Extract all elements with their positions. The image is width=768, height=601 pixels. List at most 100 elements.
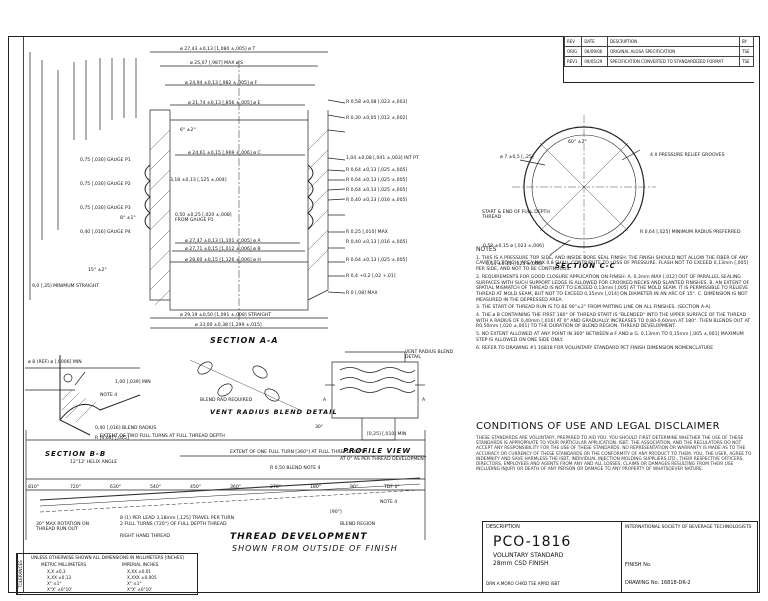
rev-row-desc: SPECIFICATION CONVERTED TO STANDARDIZED … xyxy=(606,56,741,67)
dim-c: ø 24,61 ±0,15 [,969 ±,006] ø C xyxy=(188,151,261,156)
title-block: DESCRIPTION PCO-1816 VOLUNTARY STANDARD … xyxy=(482,521,758,593)
section-a-title: SECTION A-A xyxy=(210,336,279,345)
radius-1: R 0,58 ±0,08 [,023 ±,003] xyxy=(346,100,408,105)
blend-note: R 0,50 BLEND NOTE 4 xyxy=(270,466,321,471)
section-hatch xyxy=(149,129,329,306)
full-turns: 2 FULL TURNS (720°) OF FULL DEPTH THREAD xyxy=(120,522,227,527)
finish-label: FINISH No. xyxy=(625,562,652,568)
note-1: 1. THIS IS A PRESSURE TOP. SIDE, AND INS… xyxy=(476,255,749,273)
angle-15: 15° ±2° xyxy=(88,268,107,273)
b-dim-2: 1,00 [,039] MIN xyxy=(115,380,151,385)
vent-min: [0,25] [,010] MIN xyxy=(367,432,407,437)
vent-title: VENT RADIUS BLEND DETAIL xyxy=(210,408,338,416)
units-cell: X,XX ±0,13 xyxy=(47,575,72,580)
units-header: UNLESS OTHERWISE SHOWN ALL DIMENSIONS IN… xyxy=(31,555,184,560)
part-number: PCO-1816 xyxy=(493,534,572,550)
vent-angle: 30° xyxy=(315,425,324,430)
profile-title: PROFILE VIEW xyxy=(343,447,412,455)
c-dim-2: 60° ±2° xyxy=(568,140,587,145)
disclaimer-body: THESE STANDARDS ARE VOLUNTARY, PREPARED … xyxy=(476,436,752,473)
title-sub-2: 28mm CSD FINISH xyxy=(493,560,549,567)
section-mark-a-right: A xyxy=(422,398,426,403)
radius-4: R 0,64 ±0,13 [,025 ±,005] xyxy=(346,168,408,173)
gauge-p1: 0,75 [,030] GAUGE P1 xyxy=(80,158,131,163)
note-3: 3. THE START OF THREAD RUN IS TO BE 90°±… xyxy=(476,305,711,311)
c-dim-1: ø 7 ±0,5 [,,25] xyxy=(500,155,534,160)
section-mark-a-left: A xyxy=(323,398,327,403)
rev-row-rev: REV1 xyxy=(563,56,583,67)
radius-2: R 0,30 ±0,05 [,012 ±,002] xyxy=(346,116,408,121)
angle-8: 8° ±1° xyxy=(120,216,136,221)
angle-6: 6° ±2° xyxy=(180,128,196,133)
dim-gauge-offset: 0,50 ±0,25 [,020 ±,008] FROM GAUGE P1 xyxy=(175,213,232,224)
dim-a: ø 27,47 ±0,13 [1,101 ±,005] ø A xyxy=(185,239,261,244)
note-6: 6. REFER TO DRAWING #1 16818 FOR VOLUNTA… xyxy=(476,345,714,351)
angle-360: 360° xyxy=(230,485,242,490)
extent-one: EXTENT OF ONE FULL TURN [360°] AT FULL T… xyxy=(230,450,368,455)
extent-two: EXTENT OF TWO FULL TURNS AT FULL THREAD … xyxy=(100,434,225,439)
dim-outer: ø 33,00 ±0,38 [1,299 ±,015] xyxy=(195,323,262,328)
radius-11: R 0,4 +0,2 [,02 +,01] xyxy=(346,274,396,279)
dim-t: ø 27,43 ±0,13 [1,080 ±,005] ø T xyxy=(180,47,256,52)
gauge-p2: 0,75 [,030] GAUGE P2 xyxy=(80,182,131,187)
units-table: TOLERANCES UNLESS OTHERWISE SHOWN ALL DI… xyxy=(16,553,198,595)
b-blend-req: BLEND RAD REQUIRED xyxy=(200,398,253,403)
angle-630: 630° xyxy=(110,485,122,490)
rev-row-by: TSE xyxy=(739,56,754,67)
dim-h: ø 28,60 ±0,15 [1,126 ±,006] ø H xyxy=(185,258,261,263)
dim-e: ø 21,74 ±0,13 [,856 ±,005] ø E xyxy=(188,101,261,106)
revision-block: REV DATE DESCRIPTION BY ORIG 08/09/06 OR… xyxy=(563,36,754,83)
units-side: TOLERANCES xyxy=(17,554,30,594)
rh-thread: RIGHT HAND THREAD xyxy=(120,534,170,539)
max-rotation: 30° MAX ROTATION ON THREAD RUN OUT xyxy=(36,522,90,533)
c-grooves: 4 X PRESSURE RELIEF GROOVES xyxy=(650,153,725,158)
organization: INTERNATIONAL SOCIETY OF BEVERAGE TECHNO… xyxy=(625,525,752,530)
title-sub-1: VOLUNTARY STANDARD xyxy=(493,552,564,559)
c-start-end: START & END OF FULL DEPTH THREAD xyxy=(482,210,550,221)
thread-helix xyxy=(39,477,421,501)
radius-10: R 0,64 ±0,13 [,025 ±,005] xyxy=(346,258,408,263)
section-c-title: SECTION C-C xyxy=(555,262,616,270)
gauge-p4: 0,40 [,016] GAUGE P4 xyxy=(80,230,131,235)
angle-810: 810° xyxy=(28,485,40,490)
angle-540: 540° xyxy=(150,485,162,490)
notes-heading: NOTES xyxy=(476,246,497,253)
c-dim-3: 0,58 ±0,15 ø [,023 ±,006] xyxy=(483,244,544,249)
dim-b: ø 27,71 ±0,15 [1,012 ±,006] ø B xyxy=(185,247,261,252)
note-5: 5. NO EXTENT ALLOWED AT ANY POINT IN 360… xyxy=(476,332,744,343)
units-col-metric: METRIC MILLIMETERS xyxy=(41,562,86,567)
c-dim-4: 0,64 ±0,15 [,025 ±,006] xyxy=(486,262,543,267)
angle-720: 720° xyxy=(70,485,82,490)
angle-90: 90° xyxy=(350,485,359,490)
units-cell: X,XXX ±0,005 xyxy=(127,575,157,580)
angle-450: 450° xyxy=(190,485,202,490)
radius-8: R 0,25 [,010] MAX xyxy=(346,230,388,235)
units-col-imperial: IMPERIAL INCHES xyxy=(122,562,159,567)
radius-3: 1,04 ±0,08 [,041 ±,003] INT PT xyxy=(346,156,419,161)
units-cell: X° ±1° xyxy=(47,581,62,586)
b-blend: 0,40 [,016] BLEND RADIUS xyxy=(95,426,157,431)
units-cell: X°X' ±0°10' xyxy=(47,587,73,592)
thread-title: THREAD DEVELOPMENT xyxy=(230,532,368,542)
dim-straight: ø 29,19 ±0,50 [1,091 ±,008] STRAIGHT xyxy=(180,313,272,318)
disclaimer-heading: CONDITIONS OF USE AND LEGAL DISCLAIMER xyxy=(476,421,720,432)
b-dim-1: ø 8 (REF) ø [,0006] MIN xyxy=(28,360,82,365)
dim-s: ø 25,07 [,987] MAX ø S xyxy=(190,61,244,66)
title-divider xyxy=(621,522,622,592)
profile-sub: AT 0° AS PER THREAD DEVELOPMENT xyxy=(340,457,427,462)
note-2: 2. REQUIREMENTS FOR GOOD CLOSURE APPLICA… xyxy=(476,274,750,303)
blend-region: BLEND REGION xyxy=(340,522,376,527)
min-straight: 9,0 [,35] MINIMUM STRAIGHT xyxy=(32,284,100,289)
dim-f: ø 24,94 ±0,13 [,982 ±,005] ø F xyxy=(185,81,258,86)
b-note: NOTE 4 xyxy=(100,393,118,398)
note-4-text: 4. THE ø B CONTAINING THE FIRST 180° OF … xyxy=(476,313,751,330)
drawing-frame xyxy=(23,37,759,592)
drawing-number: DRAWING No. 16818-DR-2 xyxy=(625,580,691,586)
drawing-sheet xyxy=(8,36,760,593)
angle-0: TDF 0° xyxy=(384,485,400,490)
radius-5: R 0,64 ±0,13 [,025 ±,005] xyxy=(346,178,408,183)
units-cell: X° ±1° xyxy=(127,581,142,586)
title-footer: DRN A.MORO CHKD TSE APRD ISBT xyxy=(486,581,560,586)
helix-angle: 12°12' HELIX ANGLE xyxy=(70,460,118,465)
